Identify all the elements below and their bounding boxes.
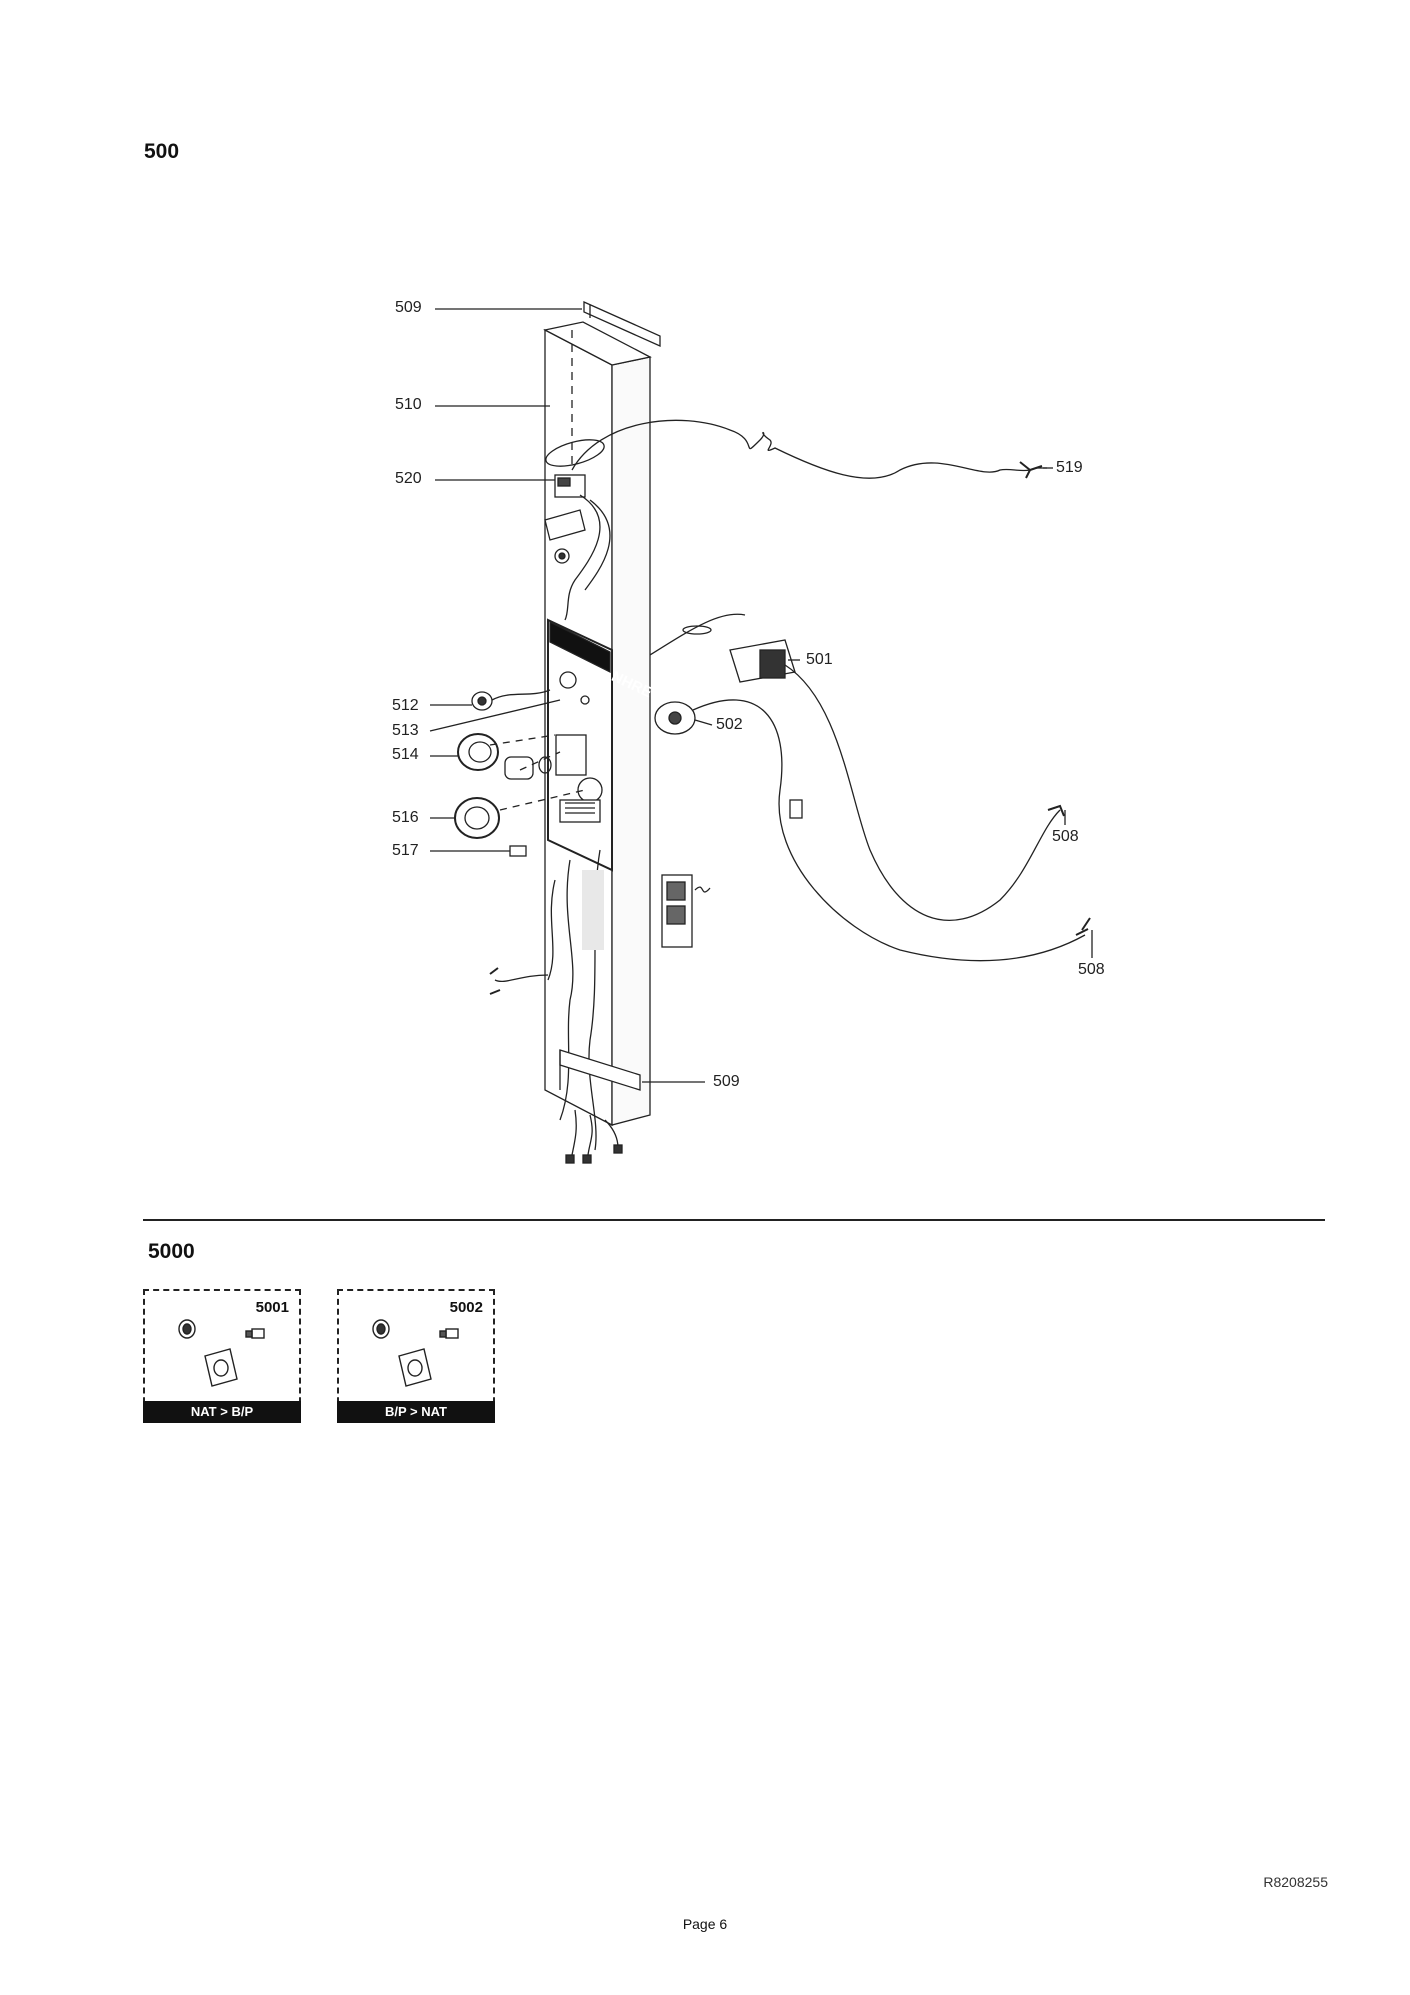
page-number: Page 6 [682,1916,728,1932]
top-bracket [583,300,661,348]
section-divider [143,1219,1325,1221]
callout-509-top: 509 [395,299,422,316]
conversion-kit-5001: 5001 NAT > B/P [143,1289,301,1423]
callout-508-b: 508 [1078,961,1105,978]
kit-number: 5001 [255,1299,289,1316]
callout-510: 510 [395,396,422,413]
callout-520: 520 [395,470,422,487]
document-reference: R8208255 [1263,1874,1328,1890]
spindle-part [504,756,534,780]
kit-caption: NAT > B/P [143,1401,301,1423]
callout-501: 501 [806,651,833,668]
callout-508-a: 508 [1052,828,1079,845]
callout-513: 513 [392,722,419,739]
callout-514: 514 [392,746,419,763]
exploded-parts-diagram: NHRE [429,300,1093,1164]
knob-516 [454,797,500,839]
section-title-5000: 5000 [148,1240,195,1263]
column-top [543,321,652,366]
callout-519: 519 [1056,459,1083,476]
callout-512: 512 [392,697,419,714]
part-517 [509,845,527,857]
kit-parts-icon [372,1319,459,1387]
section-title-500: 500 [144,140,180,163]
conversion-kit-5002: 5002 B/P > NAT [337,1289,495,1423]
kit-caption: B/P > NAT [337,1401,495,1423]
kit-parts-icon [178,1319,265,1387]
callout-517: 517 [392,842,419,859]
column-side-face [611,356,651,1126]
knob-514 [457,733,499,771]
kit-number: 5002 [449,1299,483,1316]
callout-509-bottom: 509 [713,1073,740,1090]
callout-516: 516 [392,809,419,826]
callout-502: 502 [716,716,743,733]
